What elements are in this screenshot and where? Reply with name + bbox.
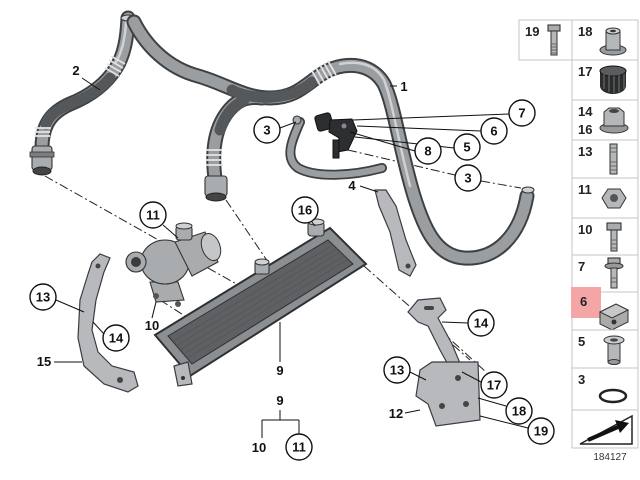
callout-cooler-fitting[interactable]: 16: [291, 196, 319, 224]
left-mounting-bracket: [77, 253, 139, 393]
callout-label: 14: [474, 316, 489, 331]
callout-right-bracket-d[interactable]: 18: [505, 397, 533, 425]
part-number: 13: [578, 144, 592, 159]
drawing-number: 184127: [593, 452, 627, 463]
part-number-alt: 16: [578, 122, 592, 137]
part-number: 17: [578, 64, 592, 79]
part-cell-3[interactable]: 3: [571, 367, 639, 411]
flange-bolt-icon: [604, 257, 624, 289]
callout-bracket-small[interactable]: 4: [348, 178, 356, 193]
o-ring-icon: [598, 388, 628, 404]
callout-label: 11: [146, 208, 160, 223]
hose-fitting-assembly: [314, 112, 358, 159]
callout-oil-cooler[interactable]: 9: [276, 363, 283, 378]
part-number: 6: [580, 294, 587, 309]
callout-label: 18: [512, 404, 526, 419]
part-cell-14-16[interactable]: 14 16: [571, 99, 639, 141]
oil-cooler: [153, 218, 368, 387]
callout-right-bracket-e[interactable]: 19: [527, 417, 555, 445]
part-cell-6[interactable]: 6: [571, 287, 639, 331]
selection-highlight: [571, 287, 601, 318]
callout-hose-small-right[interactable]: 3: [454, 164, 482, 192]
callout-thermostat-bottom[interactable]: 10: [145, 318, 159, 333]
hex-nut-icon: [601, 188, 627, 209]
hose-main: [126, 14, 535, 266]
callout-label: 14: [109, 331, 124, 346]
small-bracket: [374, 189, 417, 277]
leader-lines: [54, 77, 529, 438]
stud-bolt-icon: [609, 143, 618, 175]
flange-nut-icon: [599, 107, 629, 134]
callout-fitting-c[interactable]: 6: [480, 117, 508, 145]
callout-right-bracket-c[interactable]: 17: [480, 371, 508, 399]
callout-label: 17: [487, 378, 501, 393]
callout-hose-small-left[interactable]: 3: [253, 116, 281, 144]
callout-group-parent[interactable]: 9: [276, 393, 283, 408]
callout-label: 3: [464, 171, 471, 186]
part-cell-10[interactable]: 10: [571, 217, 639, 256]
part-cell-17[interactable]: 17: [571, 59, 639, 101]
callout-fitting-a[interactable]: 8: [414, 137, 442, 165]
callout-label: 19: [534, 424, 548, 439]
part-number: 5: [578, 334, 585, 349]
parts-list-panel: 19 18 17: [518, 19, 639, 463]
callout-hose-upper[interactable]: 2: [72, 63, 79, 78]
part-cell-13[interactable]: 13: [571, 139, 639, 179]
callout-group-child-b[interactable]: 11: [285, 433, 313, 461]
callout-label: 16: [298, 203, 312, 218]
next-sheet-button[interactable]: [571, 409, 639, 449]
next-sheet-arrow-icon: [579, 414, 633, 445]
part-cell-7[interactable]: 7: [571, 254, 639, 293]
part-cell-5[interactable]: 5: [571, 329, 639, 369]
thermostat-housing: [125, 222, 222, 307]
callout-label: 13: [36, 290, 50, 305]
part-number: 7: [578, 259, 585, 274]
part-number: 10: [578, 222, 592, 237]
callout-fitting-b[interactable]: 5: [453, 133, 481, 161]
part-cell-19[interactable]: 19: [518, 19, 573, 61]
clip-icon: [599, 65, 627, 94]
hose-upper-left: [29, 10, 136, 176]
callout-left-bracket-b[interactable]: 14: [102, 324, 130, 352]
callout-left-bracket-c[interactable]: 15: [37, 354, 51, 369]
bolt-icon: [547, 24, 561, 56]
callout-label: 3: [263, 123, 270, 138]
callout-right-bracket-f[interactable]: 12: [389, 406, 403, 421]
grommet-icon: [599, 27, 627, 56]
callout-label: 6: [490, 124, 497, 139]
callout-label: 7: [518, 106, 525, 121]
callout-label: 11: [292, 440, 306, 455]
part-number: 3: [578, 372, 585, 387]
right-mounting-bracket: [407, 297, 481, 427]
callout-left-bracket-a[interactable]: 13: [29, 283, 57, 311]
callout-right-bracket-b[interactable]: 13: [383, 356, 411, 384]
callout-hose-main[interactable]: 1: [400, 79, 407, 94]
callout-group-child-a[interactable]: 10: [252, 440, 266, 455]
part-cell-18[interactable]: 18: [571, 19, 639, 61]
sleeve-icon: [603, 335, 625, 365]
callout-right-bracket-a[interactable]: 14: [467, 309, 495, 337]
callout-label: 8: [424, 144, 431, 159]
callout-label: 5: [463, 140, 470, 155]
part-cell-11[interactable]: 11: [571, 177, 639, 219]
bolt-icon: [606, 222, 622, 252]
part-number: 14: [578, 104, 593, 119]
part-number: 19: [525, 24, 539, 39]
clip-nut-icon: [598, 303, 630, 331]
part-number: 11: [578, 182, 592, 197]
callout-label: 13: [390, 363, 404, 378]
callout-thermostat-top[interactable]: 11: [139, 201, 167, 229]
callout-fitting-d[interactable]: 7: [508, 99, 536, 127]
part-number: 18: [578, 24, 592, 39]
